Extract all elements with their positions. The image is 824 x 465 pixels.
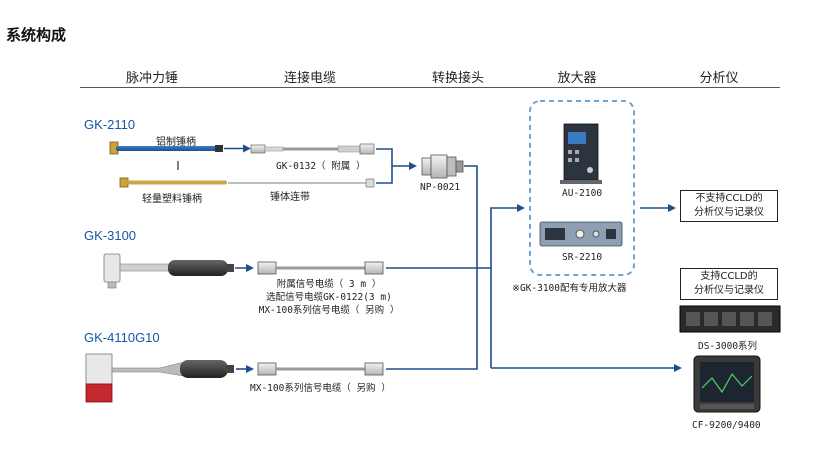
cf9200-analyzer-icon	[693, 355, 761, 413]
header-divider	[80, 87, 780, 88]
amplifier-group-box	[529, 100, 635, 276]
header-amplifier: 放大器	[557, 71, 597, 86]
au2100-amplifier-icon	[560, 123, 602, 184]
label-gk3100-cable-3: MX-100系列信号电缆（ 另购 ）	[258, 305, 400, 316]
gk0132-cable-icon	[250, 143, 375, 155]
sr2210-amplifier-icon	[539, 221, 623, 247]
page-title: 系统构成	[6, 26, 67, 44]
header-cable: 连接电缆	[283, 71, 336, 86]
label-amplifier-note: ※GK-3100配有专用放大器	[512, 283, 627, 294]
ds3000-analyzer-icon	[679, 305, 781, 333]
label-gk3100-cable-1: 附属信号电缆（ 3 m ）	[276, 279, 382, 290]
header-hammer: 脉冲力锤	[125, 71, 178, 86]
model-gk2110: GK-2110	[84, 117, 136, 132]
label-gk3100-cable-2: 选配信号电缆GK-0122(3 m)	[266, 292, 392, 303]
box-no-ccld: 不支持CCLD的 分析仪与记录仪	[680, 190, 778, 222]
gk2110-aluminum-hammer-icon	[109, 141, 223, 155]
model-gk4110g10: GK-4110G10	[84, 330, 160, 345]
gk3100-cable-icon	[257, 261, 384, 275]
label-gk4110-cable: MX-100系列信号电缆（ 另购 ）	[250, 383, 391, 394]
tether-strap-icon	[228, 178, 375, 188]
label-plastic-handle: 轻量塑料锤柄	[142, 194, 202, 205]
gk4110g10-cable-icon	[257, 362, 384, 376]
label-au2100: AU-2100	[562, 188, 603, 199]
model-gk3100: GK-3100	[84, 228, 137, 243]
header-analyzer: 分析仪	[699, 71, 739, 86]
label-np0021: NP-0021	[420, 182, 461, 193]
np0021-adapter-icon	[421, 154, 464, 179]
gk2110-plastic-hammer-icon	[119, 177, 227, 188]
label-aluminum-handle: 铝制锤柄	[156, 137, 196, 148]
gk3100-cable-labels: 附属信号电缆（ 3 m ） 选配信号电缆GK-0122(3 m) MX-100系…	[255, 278, 403, 317]
gk4110g10-hammer-icon	[85, 353, 234, 403]
label-ds3000: DS-3000系列	[698, 341, 758, 352]
label-cf9200: CF-9200/9400	[692, 420, 761, 431]
gk3100-hammer-icon	[103, 253, 234, 289]
label-sr2210: SR-2210	[562, 252, 603, 263]
label-tether: 锤体连带	[270, 192, 310, 203]
header-adapter: 转换接头	[431, 71, 484, 86]
label-gk0132-cable: GK-0132（ 附属 ）	[276, 161, 366, 172]
box-ccld: 支持CCLD的 分析仪与记录仪	[680, 268, 778, 300]
